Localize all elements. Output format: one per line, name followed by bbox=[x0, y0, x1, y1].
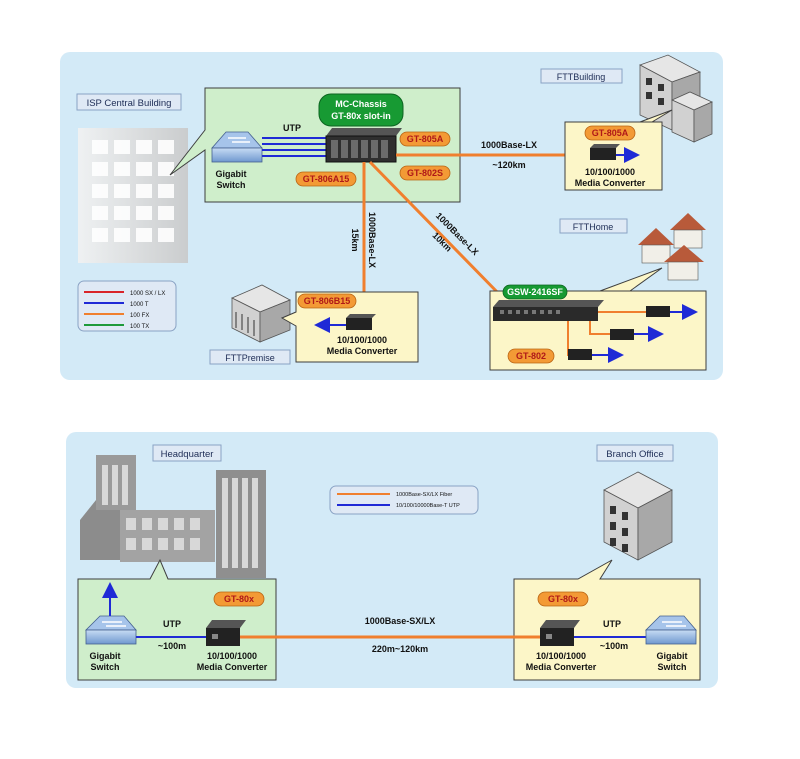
gt806a15-label: GT-806A15 bbox=[303, 174, 350, 184]
isp-label-box bbox=[76, 93, 182, 111]
left-mc-label-1: 10/100/1000 bbox=[207, 651, 257, 661]
media-converter-building-icon bbox=[590, 144, 620, 160]
legend-item-1: 1000 SX / LX bbox=[130, 291, 165, 297]
top-legend-items: 1000 SX / LX 1000 T 100 FX 100 TX bbox=[84, 291, 165, 330]
media-converter-premise-icon bbox=[346, 314, 376, 330]
mc-chassis-subtitle: GT-80x slot-in bbox=[331, 111, 391, 121]
right-gt80x-badge bbox=[537, 591, 589, 607]
utp-lines bbox=[262, 137, 330, 157]
utp-left-label: UTP bbox=[163, 619, 181, 629]
legend-item-2: 1000 T bbox=[130, 302, 149, 308]
ftt-premise-label: FTTPremise bbox=[225, 353, 275, 363]
houses-icon bbox=[638, 213, 706, 281]
headquarter-label: Headquarter bbox=[161, 449, 214, 460]
isp-central-building-label: ISP Central Building bbox=[87, 98, 172, 109]
gt806a15-badge bbox=[295, 171, 357, 187]
left-switch-label-1: Gigabit bbox=[90, 651, 121, 661]
top-diagram-panel: ISP Central Building Gigabit Switch UTP bbox=[60, 52, 723, 380]
mc-premise-label-1: 10/100/1000 bbox=[337, 335, 387, 345]
branch-office-label-box bbox=[596, 444, 674, 462]
gsw-badge bbox=[502, 284, 568, 300]
home-utp-arrows bbox=[592, 304, 698, 363]
right-gt80x-label: GT-80x bbox=[548, 594, 578, 604]
premise-building-icon bbox=[231, 284, 291, 343]
legend-item-3: 100 FX bbox=[130, 313, 149, 319]
hq-green-callout bbox=[77, 558, 277, 681]
bottom-legend-box bbox=[329, 485, 479, 515]
right-switch-label-1: Gigabit bbox=[657, 651, 688, 661]
gt805a-box-label: GT-805A bbox=[592, 128, 629, 138]
gt802-label: GT-802 bbox=[516, 351, 546, 361]
fiber-dist-label: 220m~120km bbox=[372, 644, 428, 654]
gt805a-box-badge bbox=[584, 125, 636, 141]
ftt-premise-label-box bbox=[209, 349, 291, 365]
gsw-switch-icon bbox=[493, 300, 604, 321]
left-gt80x-label: GT-80x bbox=[224, 594, 254, 604]
mc-chassis-icon bbox=[325, 128, 402, 163]
fiber-link-home bbox=[368, 160, 505, 300]
right-mc-label-1: 10/100/1000 bbox=[536, 651, 586, 661]
branch-office-label: Branch Office bbox=[606, 449, 663, 460]
gt806b15-label: GT-806B15 bbox=[304, 296, 351, 306]
gigabit-switch-label-1: Gigabit bbox=[216, 169, 247, 179]
building-icon bbox=[639, 54, 713, 143]
vertical-lx-label: 1000Base-LX bbox=[367, 212, 377, 268]
gigabit-switch-label-2: Switch bbox=[216, 180, 245, 190]
left-switch-label-2: Switch bbox=[90, 662, 119, 672]
legend-fiber-label: 1000Base-SX/LX Fiber bbox=[396, 492, 452, 498]
ftt-building-label-box bbox=[540, 68, 623, 84]
legend-utp-label: 10/100/10000Base-T UTP bbox=[396, 503, 460, 509]
branch-yellow-callout bbox=[513, 559, 701, 681]
gt802s-badge bbox=[399, 165, 451, 181]
headquarter-buildings-icon bbox=[80, 455, 266, 578]
headquarter-label-box bbox=[152, 444, 222, 462]
bottom-diagram-panel: Headquarter Branch Office 1000Bas bbox=[66, 432, 718, 688]
top-legend-box bbox=[77, 280, 177, 332]
right-mc-label-2: Media Converter bbox=[526, 662, 597, 672]
gt805a-badge bbox=[399, 131, 451, 147]
right-switch-label-2: Switch bbox=[657, 662, 686, 672]
dist-right-label: ~100m bbox=[600, 641, 628, 651]
right-gigabit-switch-icon bbox=[645, 615, 697, 645]
dist-left-label: ~100m bbox=[158, 641, 186, 651]
mc-chassis-badge bbox=[318, 93, 404, 127]
mc-building-label-1: 10/100/1000 bbox=[585, 167, 635, 177]
home-converters bbox=[568, 306, 670, 360]
gt805a-label: GT-805A bbox=[407, 134, 444, 144]
legend-item-4: 100 TX bbox=[130, 324, 149, 330]
isp-building-icon bbox=[78, 128, 188, 263]
gt802s-label: GT-802S bbox=[407, 168, 443, 178]
branch-building-icon bbox=[603, 471, 673, 561]
gsw-label: GSW-2416SF bbox=[507, 287, 563, 297]
gigabit-switch-icon bbox=[211, 131, 263, 163]
left-gt80x-badge bbox=[213, 591, 265, 607]
mc-chassis-title: MC-Chassis bbox=[335, 99, 387, 109]
ftt-home-label: FTTHome bbox=[573, 222, 614, 232]
mc-premise-label-2: Media Converter bbox=[327, 346, 398, 356]
gt802-badge bbox=[507, 348, 555, 364]
utp-right-label: UTP bbox=[603, 619, 621, 629]
ftt-home-label-box bbox=[559, 218, 628, 234]
right-media-converter-icon bbox=[540, 620, 580, 646]
left-media-converter-icon bbox=[206, 620, 246, 646]
link-1000base-lx-label: 1000Base-LX bbox=[481, 140, 537, 150]
left-gigabit-switch-icon bbox=[85, 615, 137, 645]
vertical-15km-label: 15km bbox=[350, 228, 360, 251]
fiber-link-label: 1000Base-SX/LX bbox=[365, 616, 436, 626]
gt806b15-badge bbox=[297, 293, 357, 309]
link-120km-label: ~120km bbox=[492, 160, 525, 170]
mc-building-label-2: Media Converter bbox=[575, 178, 646, 188]
left-mc-label-2: Media Converter bbox=[197, 662, 268, 672]
utp-label: UTP bbox=[283, 123, 301, 133]
ftt-building-label: FTTBuilding bbox=[557, 72, 606, 82]
